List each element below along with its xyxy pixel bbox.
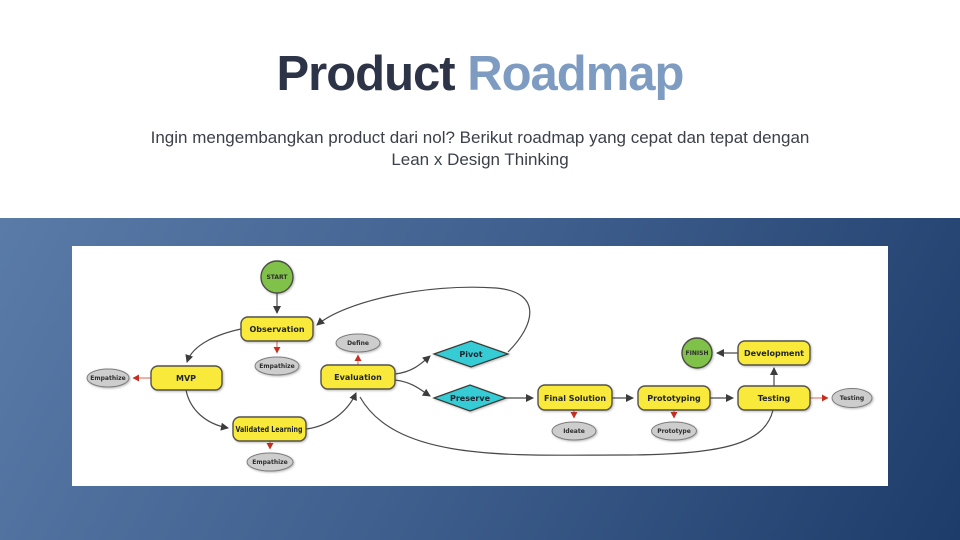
flow-edges	[185, 286, 778, 456]
empathize-validated-node	[246, 452, 294, 472]
ideate-node	[551, 421, 597, 441]
flowchart-svg: START FINISH Observation MVP Evaluation …	[86, 260, 873, 472]
empathize-mvp-label: Empathize	[90, 375, 125, 382]
final-solution-node	[537, 384, 613, 411]
mvp-label: MVP	[176, 374, 196, 383]
evaluation-node	[320, 364, 396, 390]
edge-evaluation-preserve	[394, 379, 431, 397]
evaluation-label: Evaluation	[334, 373, 382, 382]
empathize-observation-node	[254, 356, 300, 376]
start-node	[260, 260, 294, 294]
preserve-node	[432, 384, 508, 412]
mvp-node	[150, 365, 223, 391]
edge-mvp-validated	[185, 389, 229, 431]
define-node	[335, 333, 381, 353]
pivot-label: Pivot	[459, 350, 482, 359]
empathize-validated-label: Empathize	[252, 459, 287, 466]
development-node	[737, 340, 811, 366]
pivot-node	[432, 340, 510, 368]
observation-node	[240, 316, 314, 342]
activity-edges	[132, 341, 829, 450]
preserve-label: Preserve	[450, 394, 491, 403]
subtitle: Ingin mengembangkan product dari nol? Be…	[0, 127, 960, 171]
edge-validated-evaluation	[305, 392, 357, 430]
page-title: Product Roadmap	[0, 46, 960, 102]
testing-activity-node	[831, 388, 873, 408]
title-word-roadmap: Roadmap	[467, 47, 684, 101]
validated-learning-label: Validated Learning	[236, 425, 303, 434]
ideate-label: Ideate	[563, 428, 585, 435]
define-label: Define	[347, 340, 369, 347]
validated-learning-node	[232, 416, 307, 442]
testing-activity-label: Testing	[840, 395, 864, 402]
title-word-product: Product	[276, 47, 455, 101]
flowchart-panel: START FINISH Observation MVP Evaluation …	[72, 246, 888, 486]
testing-label: Testing	[758, 394, 791, 403]
testing-node	[737, 385, 811, 411]
edge-observation-mvp	[185, 328, 242, 363]
empathize-mvp-node	[86, 368, 130, 388]
prototyping-label: Prototyping	[647, 394, 701, 403]
empathize-observation-label: Empathize	[259, 363, 294, 370]
subtitle-line-1: Ingin mengembangkan product dari nol? Be…	[150, 128, 810, 147]
finish-node	[681, 337, 713, 369]
prototyping-node	[637, 385, 711, 411]
edge-evaluation-pivot	[394, 355, 431, 375]
subtitle-line-2: Lean x Design Thinking	[391, 150, 569, 169]
development-label: Development	[744, 349, 804, 358]
final-solution-label: Final Solution	[544, 394, 606, 403]
observation-label: Observation	[249, 325, 304, 334]
edge-pivot-observation-loop	[316, 286, 531, 353]
edge-testing-evaluation-loop	[359, 396, 774, 456]
finish-label: FINISH	[686, 350, 709, 357]
node-labels: START FINISH Observation MVP Evaluation …	[90, 274, 864, 466]
start-label: START	[266, 274, 288, 281]
prototype-label: Prototype	[657, 428, 691, 435]
prototype-node	[651, 421, 697, 441]
